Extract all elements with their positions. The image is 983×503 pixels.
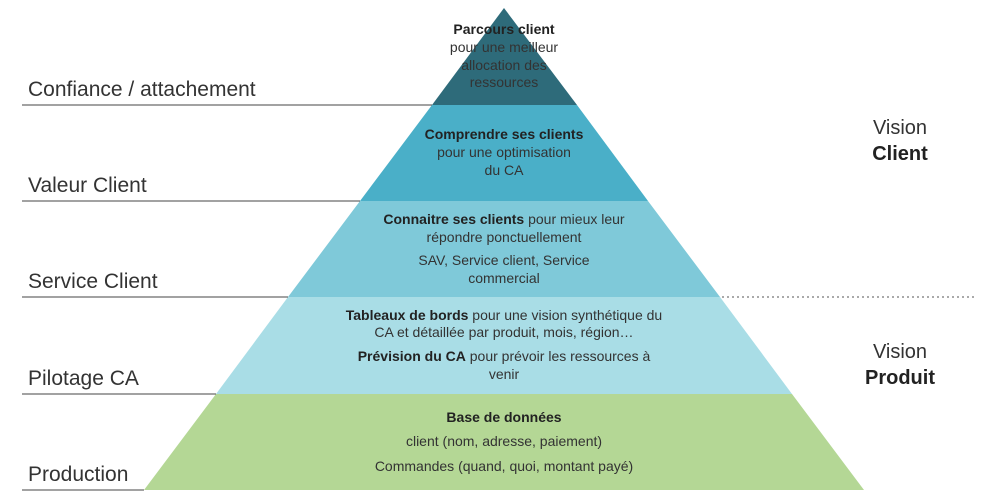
- level-label-pilotage-ca: Pilotage CA: [28, 367, 139, 390]
- level-label-service-client: Service Client: [28, 270, 158, 293]
- tier-third-line2: SAV, Service client, Service: [418, 252, 589, 268]
- tier-second-line1: pour une optimisation: [437, 144, 571, 160]
- tier-fourth-title2-rest: pour prévoir les ressources à: [466, 348, 651, 364]
- tier-third-title: Connaitre ses clients: [383, 211, 524, 227]
- level-label-valeur-client: Valeur Client: [28, 174, 147, 197]
- tier-base-line1: client (nom, adresse, paiement): [406, 433, 602, 449]
- tier-base-title: Base de données: [446, 409, 561, 425]
- vision-client-label: Vision: [873, 117, 927, 139]
- tier-fourth-line2: venir: [489, 366, 520, 382]
- tier-second-line2: du CA: [485, 162, 525, 178]
- tier-second-shape: [360, 105, 648, 201]
- tier-fourth-title1: Tableaux de bords: [346, 307, 469, 323]
- tier-top-line1: pour une meilleur: [450, 39, 559, 55]
- vision-client-strong: Client: [872, 143, 928, 165]
- tier-fourth-title2: Prévision du CA: [358, 348, 466, 364]
- tier-fourth-heading-1: Tableaux de bords pour une vision synthé…: [346, 307, 662, 323]
- tier-fourth-title1-rest: pour une vision synthétique du: [468, 307, 662, 323]
- tier-second-title: Comprendre ses clients: [425, 126, 584, 142]
- tier-third-shape: [288, 201, 720, 297]
- vision-produit-strong: Produit: [865, 367, 935, 389]
- vision-produit-label: Vision: [873, 341, 927, 363]
- tier-top-line3: ressources: [470, 74, 538, 90]
- tier-third-line1: répondre ponctuellement: [427, 229, 582, 245]
- tier-top-shape: [432, 8, 577, 105]
- tier-third-line3: commercial: [468, 270, 540, 286]
- tier-base-shape: [144, 394, 864, 490]
- tier-third-heading: Connaitre ses clients pour mieux leur: [383, 211, 625, 227]
- level-label-confiance: Confiance / attachement: [28, 78, 256, 101]
- tier-fourth-shape: [216, 297, 792, 394]
- tier-top-line2: allocation des: [461, 57, 547, 73]
- tier-fourth-line1: CA et détaillée par produit, mois, régio…: [374, 324, 633, 340]
- tier-third-title-rest: pour mieux leur: [524, 211, 625, 227]
- tier-top-title: Parcours client: [453, 21, 554, 37]
- level-label-production: Production: [28, 463, 128, 486]
- tier-base-line2: Commandes (quand, quoi, montant payé): [375, 458, 633, 474]
- tier-fourth-heading-2: Prévision du CA pour prévoir les ressour…: [358, 348, 651, 364]
